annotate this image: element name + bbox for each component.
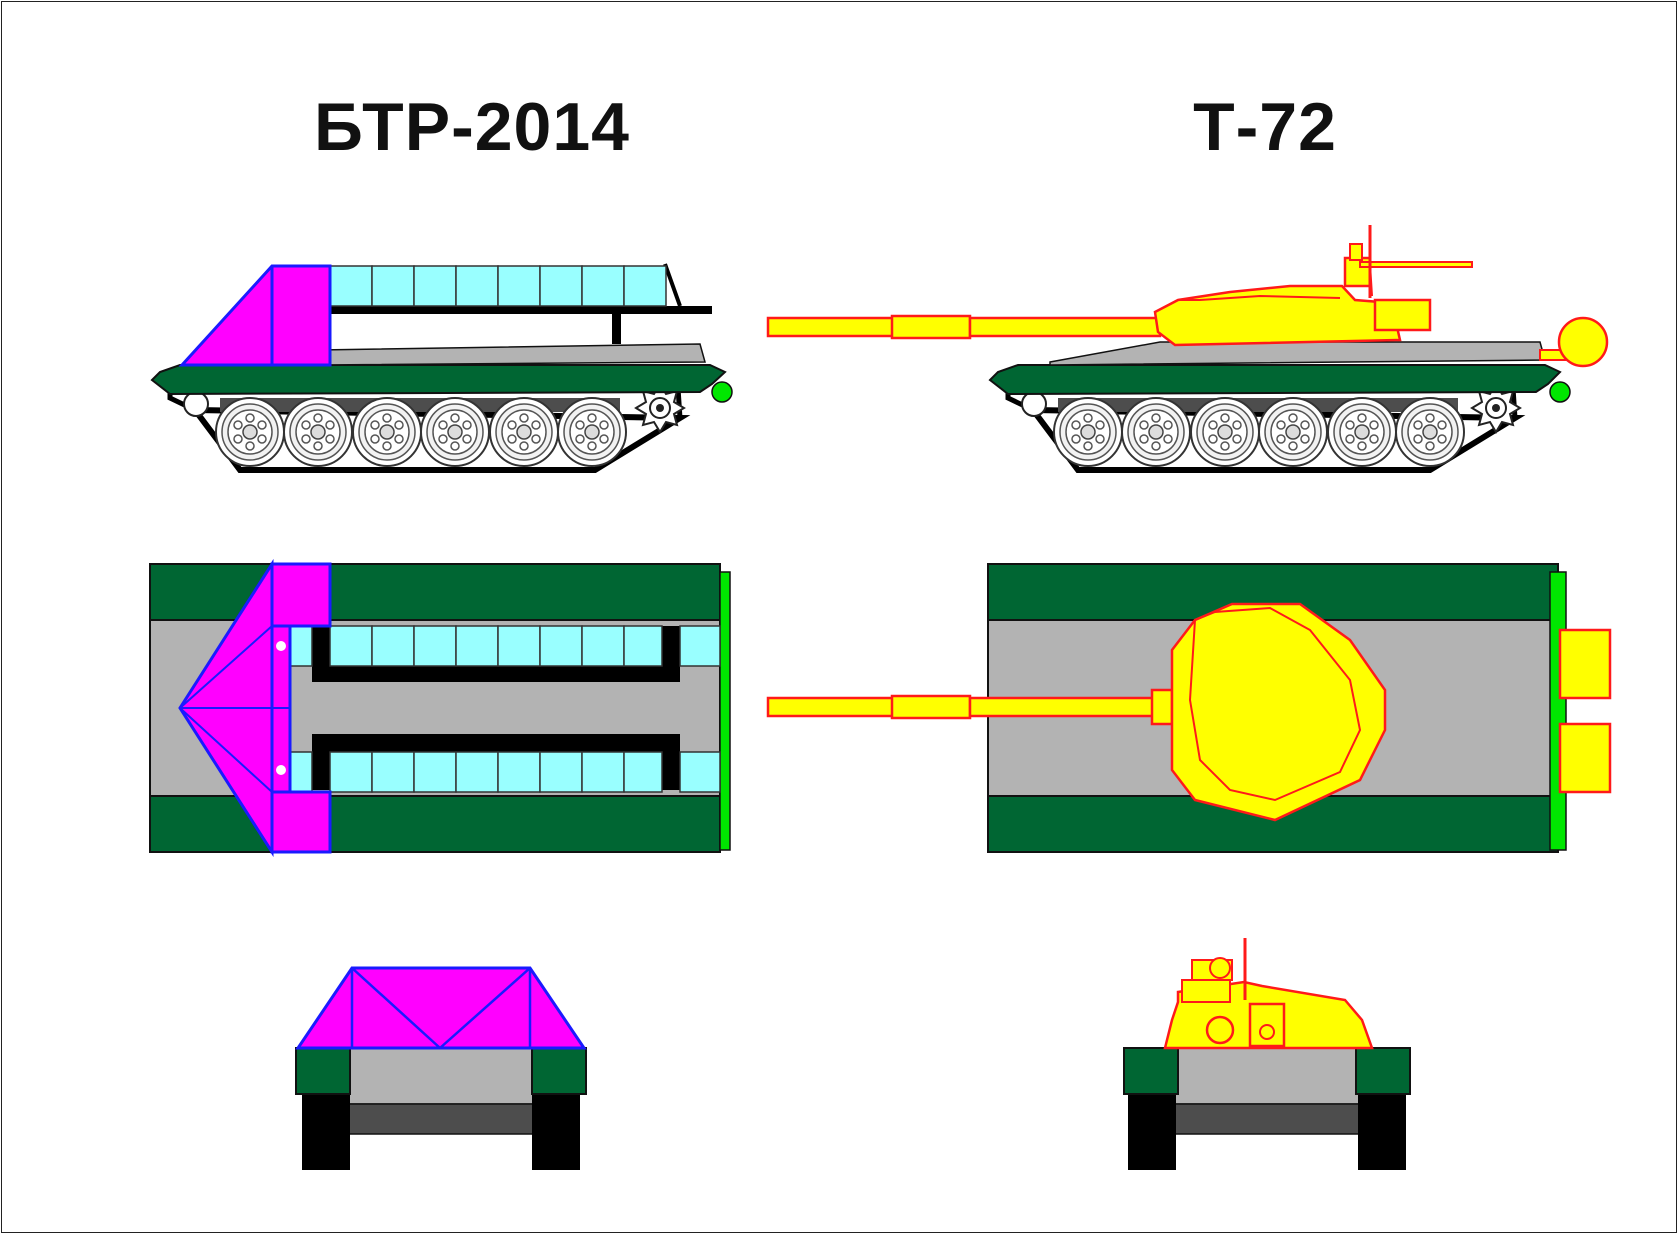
t72-title: Т-72 [1193,89,1337,165]
t72-front-track-right [1358,1094,1406,1170]
btr-front-track-right [532,1094,580,1170]
t72-side-barrel [766,316,895,338]
btr-2014-front-view [295,966,587,1170]
t72-side-turret [1153,284,1402,347]
btr-side-wedge [178,264,332,367]
btr-2014-top-view [149,558,731,858]
t72-top-view [766,563,1612,853]
btr-top-track-lower [149,795,721,853]
btr-2014-side-view [150,263,733,473]
t72-top-barrel [766,696,895,718]
t72-fuel-drum [1557,316,1609,368]
btr-front-track-left [302,1094,350,1170]
btr-front-plow [295,966,587,1050]
btr-2014-title: БТР-2014 [314,89,630,165]
t72-front-track-left [1128,1094,1176,1170]
t72-top-fuel-drum-lower [1558,722,1612,794]
t72-front-view [1123,938,1411,1170]
t72-hull [988,364,1562,396]
btr-top-modules-upper [289,625,721,667]
btr-hull [150,364,727,396]
t72-side-view [766,225,1609,473]
btr-top-track-upper [149,563,721,621]
t72-top-fuel-drum-upper [1558,628,1612,700]
btr-top-modules-lower [289,751,721,793]
btr-side-modules [329,265,667,307]
